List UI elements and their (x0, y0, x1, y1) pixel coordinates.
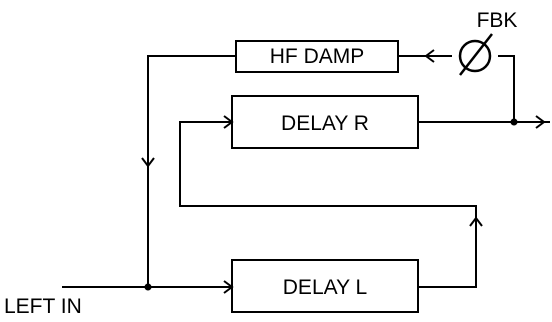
arrow-into-delay-l-icon (223, 280, 234, 294)
hf-damp-label: HF DAMP (270, 45, 365, 68)
fbk-label: FBK (477, 9, 518, 32)
hf-damp-block: HF DAMP (235, 40, 399, 73)
signal-wires (62, 55, 550, 288)
arrowheads (141, 49, 546, 294)
feedback-level-control-icon (458, 33, 493, 76)
delay-l-label: DELAY L (283, 276, 367, 299)
input-junction-dot-icon (144, 283, 152, 291)
arrow-cross-feed-up-icon (469, 216, 483, 227)
arrow-feedback-down-icon (141, 157, 155, 168)
delay-l-output-wire (179, 121, 477, 288)
arrow-output-right-icon (535, 115, 546, 129)
arrow-into-delay-r-icon (223, 115, 234, 129)
output-junction-dot-icon (510, 118, 518, 126)
left-in-label: LEFT IN (4, 295, 82, 318)
delay-r-block: DELAY R (231, 95, 419, 149)
delay-r-label: DELAY R (281, 112, 369, 135)
delay-l-block: DELAY L (231, 259, 419, 313)
fbk-branch-wire (498, 55, 515, 122)
arrow-into-hf-damp-icon (424, 49, 435, 63)
feedback-return-wire (147, 55, 236, 287)
